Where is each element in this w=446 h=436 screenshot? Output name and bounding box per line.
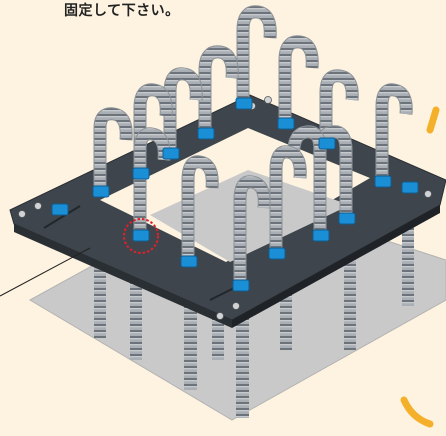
blue-nuts (51, 97, 419, 292)
instruction-caption: 固定して下さい。 (64, 3, 180, 19)
highlight-circle (123, 218, 159, 254)
orange-arc-accent-bottom (400, 396, 434, 428)
orange-arc-accent (426, 106, 440, 134)
leader-line (0, 247, 91, 297)
